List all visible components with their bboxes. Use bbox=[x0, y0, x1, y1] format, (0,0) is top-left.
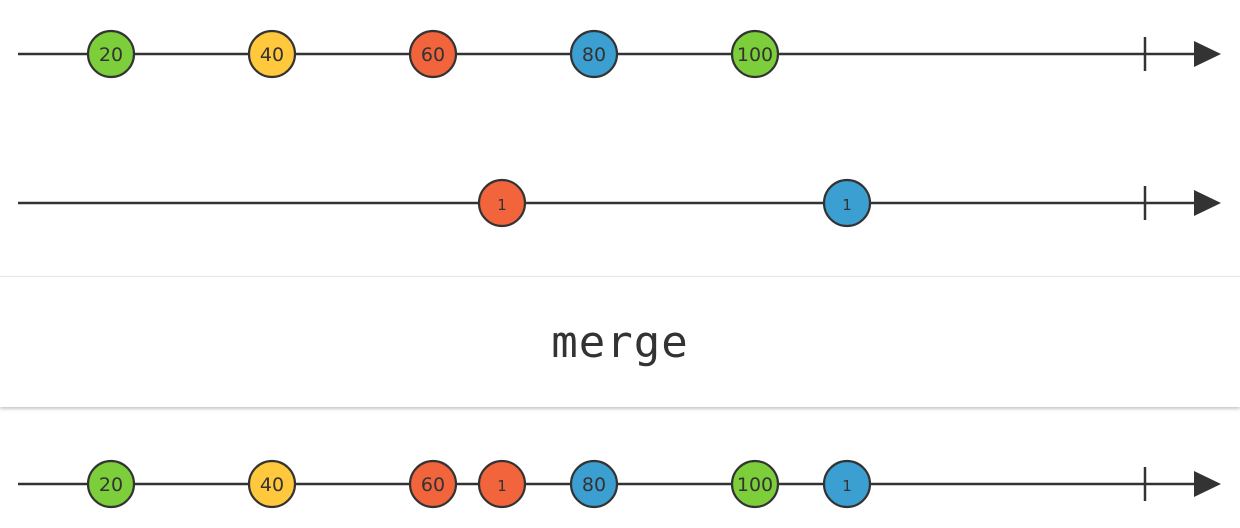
marble-label: 100 bbox=[737, 44, 773, 66]
marble: 60 bbox=[408, 459, 458, 509]
marble-label: 1 bbox=[497, 196, 507, 214]
marble-circle bbox=[247, 29, 297, 79]
marble-label: 40 bbox=[260, 44, 284, 66]
output-stream: 20 40 60 1 80 100 1 bbox=[0, 454, 1240, 514]
marble-label: 80 bbox=[582, 44, 606, 66]
marble-label: 60 bbox=[421, 44, 445, 66]
marble-label: 1 bbox=[497, 477, 507, 495]
marble-circle bbox=[822, 178, 872, 228]
marble: 100 bbox=[730, 459, 780, 509]
timeline-arrow-icon bbox=[1194, 190, 1221, 216]
marble: 20 bbox=[86, 459, 136, 509]
timeline-arrow-icon bbox=[1194, 41, 1221, 67]
marble-label: 20 bbox=[99, 474, 123, 496]
marble-circle bbox=[408, 29, 458, 79]
input-stream-a-svg: 20 40 60 80 100 bbox=[18, 29, 1221, 79]
marble-label: 1 bbox=[842, 196, 852, 214]
operator-label: merge bbox=[551, 316, 689, 368]
timeline-arrow-icon bbox=[1194, 471, 1221, 497]
marble-circle bbox=[477, 178, 527, 228]
marble-circle bbox=[569, 459, 619, 509]
marble-label: 20 bbox=[99, 44, 123, 66]
marble-circle bbox=[730, 459, 780, 509]
marble-label: 1 bbox=[842, 477, 852, 495]
marble: 80 bbox=[569, 29, 619, 79]
marble-circle bbox=[247, 459, 297, 509]
marble-label: 60 bbox=[421, 474, 445, 496]
marble-label: 100 bbox=[737, 474, 773, 496]
marble: 80 bbox=[569, 459, 619, 509]
operator-box: merge bbox=[0, 276, 1240, 407]
marble: 1 bbox=[477, 178, 527, 228]
marble: 100 bbox=[730, 29, 780, 79]
marble-circle bbox=[477, 459, 527, 509]
marble: 1 bbox=[477, 459, 527, 509]
marble-circle bbox=[86, 29, 136, 79]
marble-circle bbox=[730, 29, 780, 79]
marble: 1 bbox=[822, 459, 872, 509]
marble-circle bbox=[569, 29, 619, 79]
output-stream-svg: 20 40 60 1 80 100 1 bbox=[18, 459, 1221, 509]
marble-label: 80 bbox=[582, 474, 606, 496]
marble: 20 bbox=[86, 29, 136, 79]
marble: 60 bbox=[408, 29, 458, 79]
marble: 1 bbox=[822, 178, 872, 228]
marble-circle bbox=[408, 459, 458, 509]
input-stream-a: 20 40 60 80 100 bbox=[0, 24, 1240, 84]
marble: 40 bbox=[247, 29, 297, 79]
marble-circle bbox=[86, 459, 136, 509]
marble: 40 bbox=[247, 459, 297, 509]
marble-circle bbox=[822, 459, 872, 509]
marble-label: 40 bbox=[260, 474, 284, 496]
